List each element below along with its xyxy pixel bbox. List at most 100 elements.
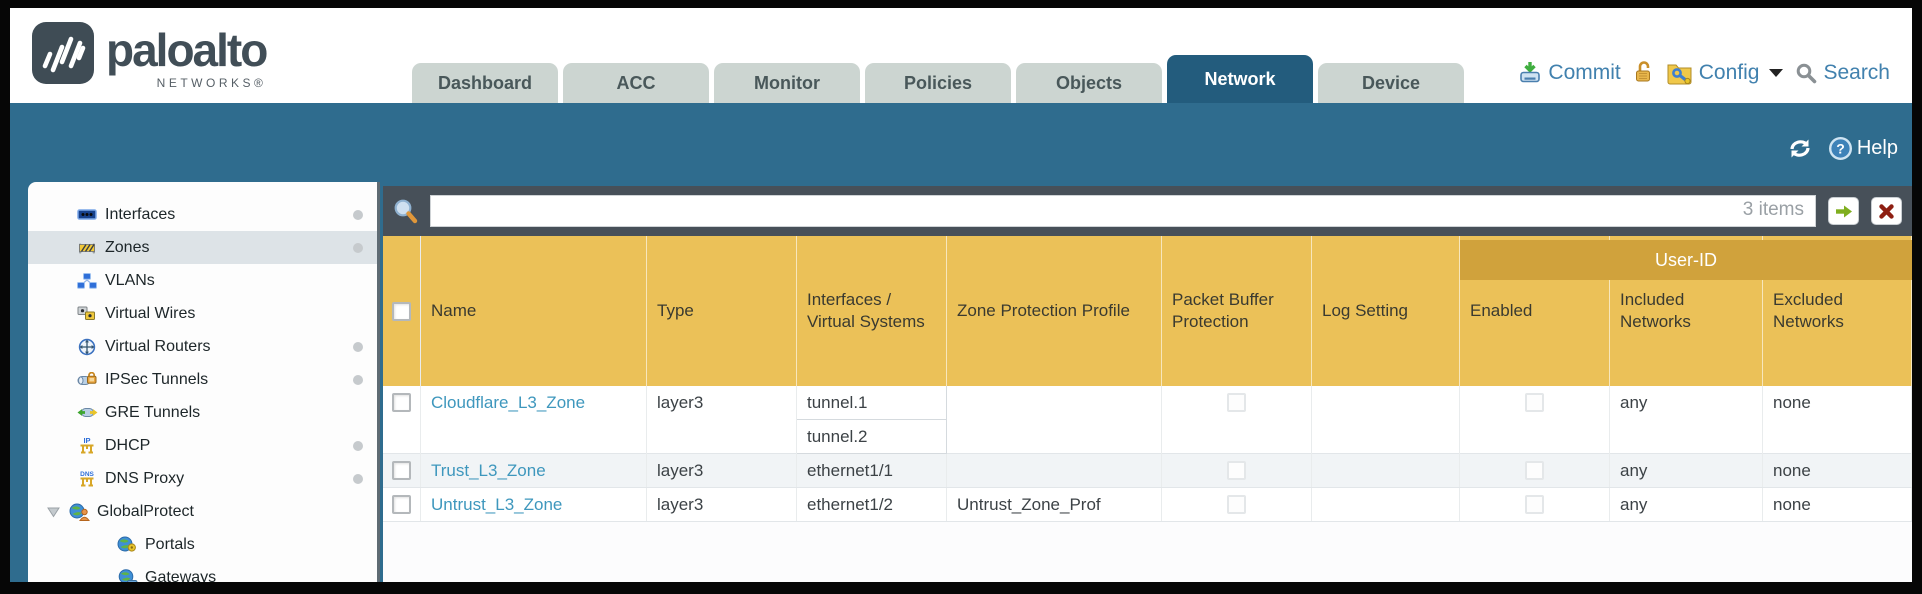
sidebar-item-ipsec-tunnels[interactable]: IPSec Tunnels	[28, 363, 377, 396]
help-button[interactable]: ? Help	[1828, 136, 1898, 161]
sidebar-item-label: IPSec Tunnels	[105, 370, 209, 388]
zone-link[interactable]: Cloudflare_L3_Zone	[431, 393, 586, 412]
row-select-checkbox[interactable]	[392, 495, 411, 514]
clear-filter-button[interactable]	[1871, 197, 1902, 225]
cell-name: Trust_L3_Zone	[421, 454, 647, 487]
sidebar-item-label: Virtual Routers	[105, 337, 211, 355]
tab-monitor[interactable]: Monitor	[714, 63, 860, 103]
search-icon	[1795, 62, 1817, 84]
virtual-wires-icon	[76, 306, 98, 321]
status-dot	[353, 342, 363, 352]
dns-proxy-icon: DNS	[76, 469, 98, 488]
globalprotect-icon	[68, 503, 90, 521]
row-select-cell	[383, 386, 421, 454]
column-header-log-setting[interactable]: Log Setting	[1312, 236, 1460, 386]
cell-excluded-networks: none	[1763, 488, 1912, 521]
tab-objects[interactable]: Objects	[1016, 63, 1162, 103]
gre-tunnels-icon	[76, 405, 98, 420]
filter-input-wrap: 3 items	[430, 195, 1816, 227]
packet-buffer-checkbox[interactable]	[1227, 461, 1246, 480]
column-header-name[interactable]: Name	[421, 236, 647, 386]
column-header-interfaces-virtual-systems[interactable]: Interfaces / Virtual Systems	[797, 236, 947, 386]
sidebar-item-label: DNS Proxy	[105, 469, 185, 487]
filter-input[interactable]	[430, 195, 1816, 227]
user-id-enabled-checkbox[interactable]	[1525, 393, 1544, 412]
column-header-included-networks[interactable]: Included Networks	[1610, 236, 1763, 386]
status-dot	[353, 375, 363, 385]
column-header-zone-protection-profile[interactable]: Zone Protection Profile	[947, 236, 1162, 386]
user-id-enabled-checkbox[interactable]	[1525, 495, 1544, 514]
tab-network[interactable]: Network	[1167, 55, 1313, 103]
select-all-checkbox[interactable]	[392, 301, 411, 321]
sidebar-item-virtual-routers[interactable]: Virtual Routers	[28, 330, 377, 363]
user-id-enabled-checkbox[interactable]	[1525, 461, 1544, 480]
sidebar-item-interfaces[interactable]: Interfaces	[28, 198, 377, 231]
items-count: 3 items	[1742, 199, 1804, 220]
row-select-checkbox[interactable]	[392, 393, 411, 412]
cell-included-networks: any	[1610, 488, 1763, 521]
svg-text:?: ?	[1836, 141, 1845, 157]
commit-button[interactable]: Commit	[1518, 60, 1621, 85]
cell-log-setting	[1312, 454, 1460, 487]
tab-policies[interactable]: Policies	[865, 63, 1011, 103]
packet-buffer-checkbox[interactable]	[1227, 495, 1246, 514]
expander-triangle-icon[interactable]	[46, 506, 64, 518]
column-header-excluded-networks[interactable]: Excluded Networks	[1763, 236, 1912, 386]
brand-subtitle: NETWORKS®	[156, 76, 267, 90]
sidebar-item-gre-tunnels[interactable]: GRE Tunnels	[28, 396, 377, 429]
refresh-icon[interactable]	[1786, 137, 1814, 160]
sidebar-item-dns-proxy[interactable]: DNS DNS Proxy	[28, 462, 377, 495]
filter-search-icon	[393, 198, 418, 225]
sidebar-item-label: Virtual Wires	[105, 304, 196, 322]
packet-buffer-checkbox[interactable]	[1227, 393, 1246, 412]
cell-interfaces: ethernet1/1	[797, 454, 947, 487]
status-dot	[353, 210, 363, 220]
cell-log-setting	[1312, 386, 1460, 454]
cell-zone-protection-profile: Untrust_Zone_Prof	[947, 488, 1162, 521]
config-label: Config	[1698, 60, 1760, 84]
cell-interfaces: ethernet1/2	[797, 488, 947, 521]
column-header-packet-buffer-protection[interactable]: Packet Buffer Protection	[1162, 236, 1312, 386]
sidebar-item-portals[interactable]: Portals	[28, 528, 377, 561]
column-header-type[interactable]: Type	[647, 236, 797, 386]
vlans-icon	[76, 272, 98, 289]
tab-dashboard[interactable]: Dashboard	[412, 63, 558, 103]
cell-packet-buffer-protection	[1162, 386, 1312, 454]
cell-user-id-enabled	[1460, 488, 1610, 521]
cell-included-networks: any	[1610, 386, 1763, 454]
column-header-enabled[interactable]: Enabled	[1460, 236, 1610, 386]
brand-name: paloalto	[106, 24, 268, 76]
sidebar-item-globalprotect[interactable]: GlobalProtect	[28, 495, 377, 528]
banner-utilities: ? Help	[1786, 136, 1898, 161]
status-dot	[353, 441, 363, 451]
zone-link[interactable]: Trust_L3_Zone	[431, 460, 546, 480]
lock-icon[interactable]	[1633, 60, 1654, 85]
help-label: Help	[1856, 137, 1898, 159]
cell-packet-buffer-protection	[1162, 454, 1312, 487]
apply-filter-button[interactable]	[1828, 197, 1859, 225]
sidebar-item-label: VLANs	[105, 271, 155, 289]
tab-device[interactable]: Device	[1318, 63, 1464, 103]
sidebar-item-virtual-wires[interactable]: Virtual Wires	[28, 297, 377, 330]
search-button[interactable]: Search	[1795, 61, 1890, 85]
cell-user-id-enabled	[1460, 386, 1610, 454]
row-select-checkbox[interactable]	[392, 461, 411, 480]
tab-acc[interactable]: ACC	[563, 63, 709, 103]
sidebar-item-gateways[interactable]: Gateways	[28, 561, 377, 582]
sidebar-item-zones[interactable]: Zones	[28, 231, 377, 264]
commit-label: Commit	[1548, 60, 1621, 84]
config-menu-button[interactable]: Config	[1666, 60, 1784, 85]
sidebar-item-vlans[interactable]: VLANs	[28, 264, 377, 297]
zone-link[interactable]: Untrust_L3_Zone	[431, 494, 563, 514]
portals-icon	[116, 536, 138, 553]
interface-value: tunnel.1	[797, 386, 947, 420]
sidebar-item-label: Interfaces	[105, 205, 176, 223]
sidebar-item-label: DHCP	[105, 436, 151, 454]
interfaces-icon	[76, 207, 98, 222]
